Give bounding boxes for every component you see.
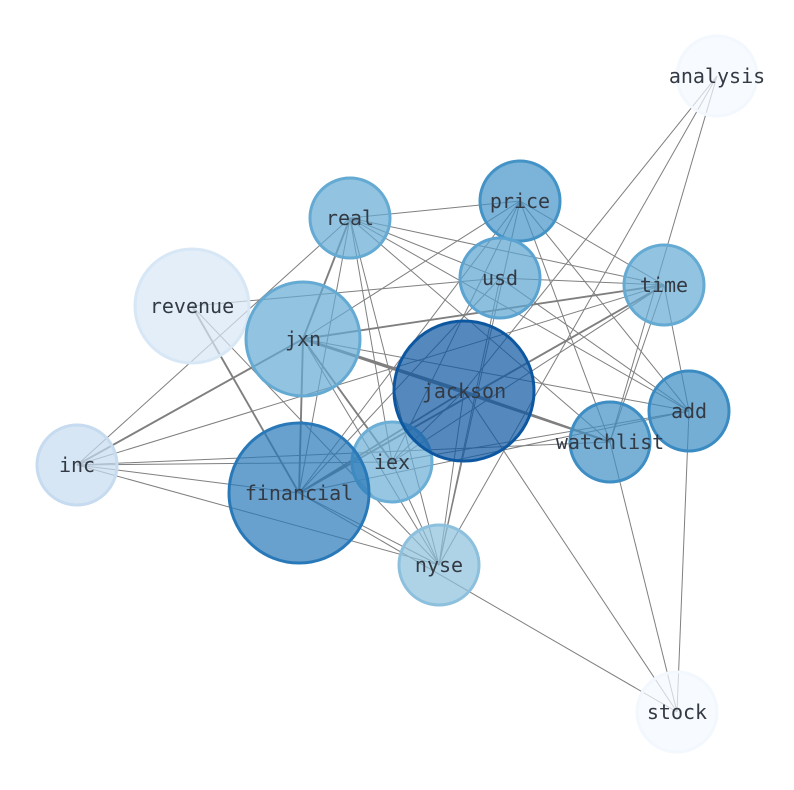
node-label-inc: inc <box>59 453 95 477</box>
node-real <box>308 176 392 260</box>
node-label-usd: usd <box>482 266 518 290</box>
node-label-jxn: jxn <box>285 327 321 351</box>
node-jackson <box>392 319 536 463</box>
edge-time-inc <box>76 284 665 466</box>
node-nyse <box>397 523 481 607</box>
node-label-stock: stock <box>647 700 707 724</box>
node-time <box>622 243 706 327</box>
node-analysis <box>675 34 759 118</box>
edge-financial-stock <box>298 492 678 713</box>
node-watchlist <box>568 400 652 484</box>
edge-watchlist-stock <box>609 441 678 713</box>
node-label-analysis: analysis <box>669 64 765 88</box>
node-usd <box>458 236 542 320</box>
node-price <box>478 159 562 243</box>
node-label-add: add <box>671 399 707 423</box>
node-label-nyse: nyse <box>415 553 463 577</box>
edge-price-add <box>519 200 690 412</box>
node-stock <box>635 670 719 754</box>
node-label-watchlist: watchlist <box>556 430 664 454</box>
node-add <box>647 369 731 453</box>
node-label-time: time <box>640 273 688 297</box>
node-label-revenue: revenue <box>150 294 234 318</box>
node-label-real: real <box>326 206 374 230</box>
label-layer: analysis price real usd time revenue jxn jackso… <box>59 64 765 724</box>
node-financial <box>227 421 371 565</box>
node-label-jackson: jackson <box>422 379 506 403</box>
node-inc <box>35 423 119 507</box>
node-label-iex: iex <box>374 450 410 474</box>
edge-price-watchlist <box>519 200 611 443</box>
node-label-financial: financial <box>245 481 353 505</box>
node-revenue <box>133 247 251 365</box>
node-layer <box>35 34 759 754</box>
edge-analysis-nyse <box>438 75 718 566</box>
edge-add-stock <box>676 410 690 713</box>
node-jxn <box>244 280 362 398</box>
node-label-price: price <box>490 189 550 213</box>
